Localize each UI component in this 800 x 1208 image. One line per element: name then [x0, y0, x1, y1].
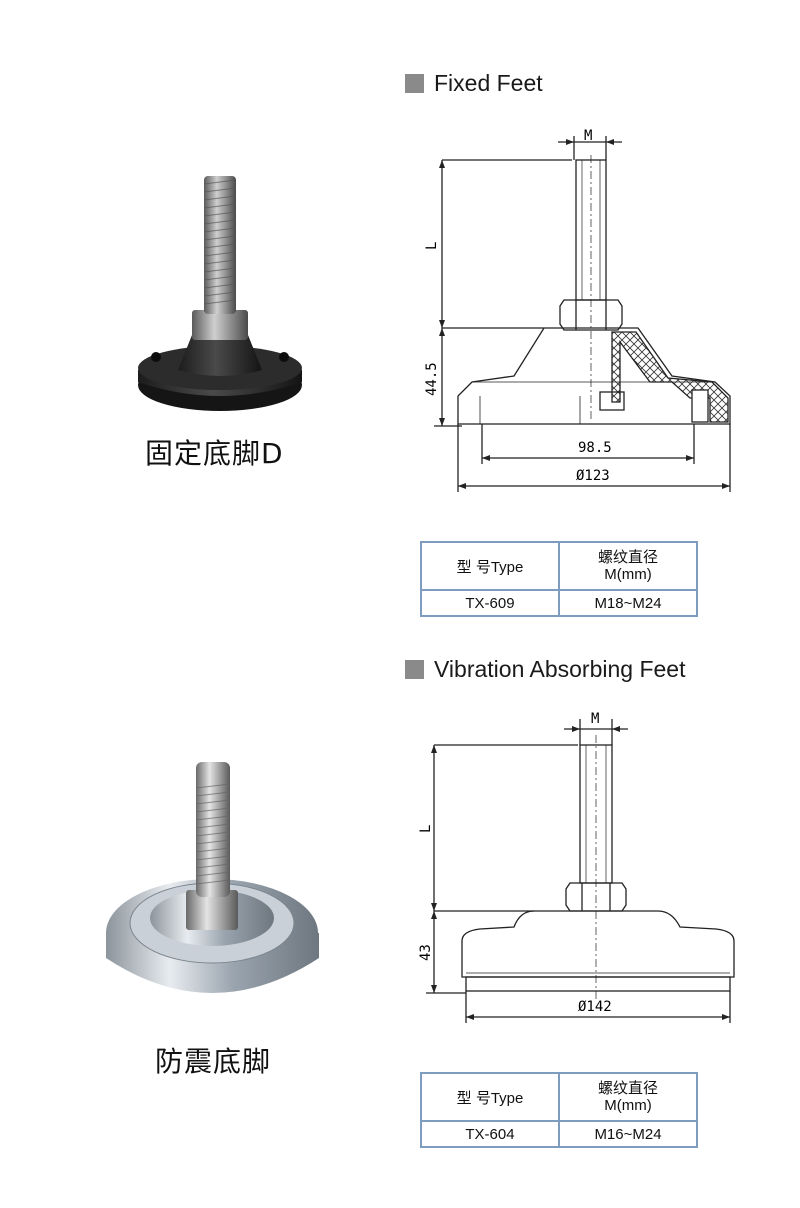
thread-header: 螺纹直径 M(mm)	[558, 1072, 698, 1122]
thread-header-line2: M(mm)	[604, 1097, 652, 1114]
section-title-text: Vibration Absorbing Feet	[434, 656, 686, 682]
section-square-icon	[405, 74, 424, 93]
section-title-fixed-feet: Fixed Feet	[405, 70, 543, 97]
vibration-foot-photo	[106, 762, 319, 993]
spec-table-fixed-feet: 型 号Type 螺纹直径 M(mm) TX-609 M18~M24	[420, 541, 698, 617]
dim-m-label: M	[591, 711, 599, 727]
type-header: 型 号Type	[420, 1072, 560, 1122]
section-title-vibration-feet: Vibration Absorbing Feet	[405, 656, 685, 683]
thread-header-line2: M(mm)	[604, 566, 652, 583]
thread-cell: M18~M24	[558, 589, 698, 617]
dim-m-label: M	[584, 128, 592, 144]
dim-inner-label: 98.5	[578, 440, 612, 456]
thread-header-line1: 螺纹直径	[597, 1080, 658, 1097]
dim-l-label: L	[418, 825, 434, 833]
thread-cell: M16~M24	[558, 1120, 698, 1148]
type-header: 型 号Type	[420, 541, 560, 591]
dim-outer-label: Ø142	[578, 999, 612, 1015]
dim-outer-label: Ø123	[576, 468, 610, 484]
dim-l-label: L	[424, 242, 440, 250]
dim-height-label: 44.5	[424, 362, 440, 396]
fixed-foot-photo	[138, 176, 302, 411]
section-square-icon	[405, 660, 424, 679]
thread-header-line1: 螺纹直径	[597, 549, 658, 566]
vibration-foot-drawing: M L 43 Ø142	[418, 711, 735, 1023]
spec-table-vibration-feet: 型 号Type 螺纹直径 M(mm) TX-604 M16~M24	[420, 1072, 698, 1148]
fixed-foot-drawing: M L 44.5 98.5 Ø123	[424, 128, 731, 492]
fixed-foot-caption: 固定底脚D	[145, 437, 284, 470]
thread-header: 螺纹直径 M(mm)	[558, 541, 698, 591]
model-cell: TX-604	[420, 1120, 560, 1148]
vibration-foot-caption: 防震底脚	[155, 1045, 272, 1078]
model-cell: TX-609	[420, 589, 560, 617]
dim-height-label: 43	[418, 944, 434, 961]
section-title-text: Fixed Feet	[434, 70, 543, 96]
